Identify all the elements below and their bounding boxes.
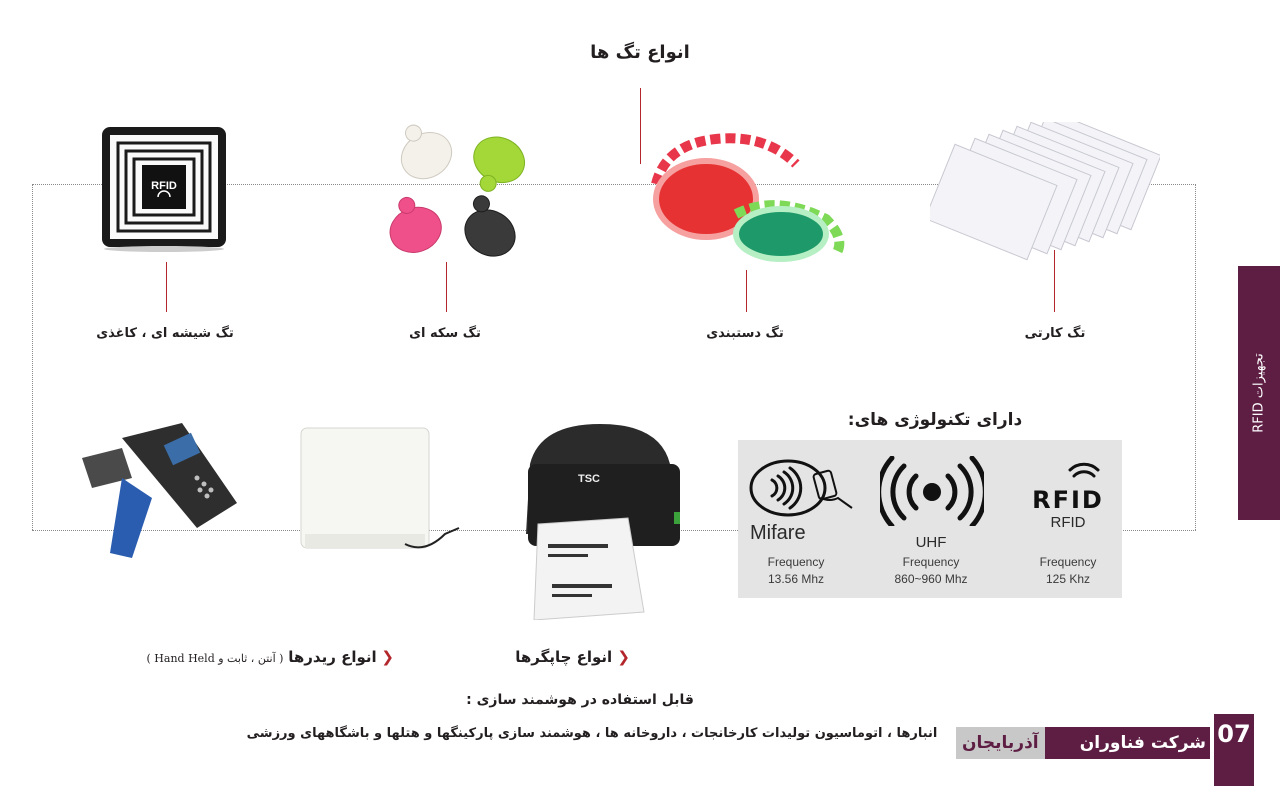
tech-uhf-freq-label: Frequency [902,555,960,569]
tech-panel: Mifare Frequency 13.56 Mhz UHF Frequency… [738,440,1122,598]
tag1-connector [166,262,167,312]
rfid-logo-icon: RFID [1016,462,1120,516]
tag3-connector [746,270,747,312]
tech-mifare-name: Mifare [750,522,806,544]
title-connector [640,88,641,164]
tech-heading: دارای تکنولوژی های: [847,410,1023,430]
rfid-logo-text: RFID [1032,486,1104,512]
footer-company-name: شرکت فناوران توت [1044,727,1210,785]
tag-label-wristband: تگ دستبندی [706,326,784,341]
tag-label-glass: تگ شیشه ای ، کاغذی [96,326,234,341]
radio-waves-icon [876,455,988,530]
chevron-left-icon: ❮ [381,648,394,666]
contactless-hand-icon [748,458,856,522]
top-connector-line [32,184,1196,185]
antenna-reader-image [295,426,465,566]
label-printer-image: TSC [508,424,694,621]
side-tab: تجهیزات RFID [1238,266,1280,520]
rfid-sticker-image: RFID [100,125,228,253]
side-tab-label: تجهیزات RFID [1251,353,1267,433]
tech-rfid-name: RFID [1050,514,1086,531]
usage-text: انبارها ، اتوماسیون تولیدات کارخانجات ، … [246,726,938,741]
readers-section-label: ❮ انواع ریدرها ( آنتن ، ثابت و Hand Held… [110,648,395,666]
footer-company-region: آذربایجان [956,727,1045,759]
tech-uhf: UHF Frequency 860~960 Mhz [876,452,988,592]
left-connector-line [32,184,33,530]
readers-note: ( آنتن ، ثابت و Hand Held ) [146,652,284,665]
readers-label: انواع ریدرها [288,648,377,666]
footer-company: شرکت فناوران توت آذربایجان [956,727,1210,785]
page-title: انواع تگ ها [590,42,690,63]
printers-label: انواع چاپگرها [515,648,613,666]
tag4-connector [1054,250,1055,312]
printers-section-label: ❮ انواع چاپگرها [480,648,630,666]
chevron-left-icon: ❮ [617,648,630,666]
tech-rfid-freq-value: 125 Khz [1045,572,1091,586]
tech-rfid-freq-label: Frequency [1039,555,1097,569]
handheld-reader-image [72,418,242,568]
usage-heading: قابل استفاده در هوشمند سازی : [466,692,694,708]
tech-uhf-freq-value: 860~960 Mhz [894,572,968,586]
tech-mifare-freq-value: 13.56 Mhz [767,572,825,586]
printer-brand: TSC [578,473,600,485]
tech-mifare: Mifare Frequency 13.56 Mhz [744,452,854,592]
rfid-sticker-text: RFID [151,180,177,192]
tech-rfid: RFID RFID Frequency 125 Khz [1016,452,1120,592]
tag-label-coin: تگ سکه ای [409,326,481,341]
right-connector-line [1195,184,1196,530]
card-tags-image [924,113,1162,272]
coin-tags-image [380,118,540,268]
tech-mifare-freq-label: Frequency [767,555,825,569]
wristband-tags-image [636,124,852,264]
tag-label-card: تگ کارتی [1024,326,1086,341]
tag2-connector [446,262,447,312]
page-number: 07 [1214,714,1254,786]
tech-uhf-name: UHF [915,534,947,551]
